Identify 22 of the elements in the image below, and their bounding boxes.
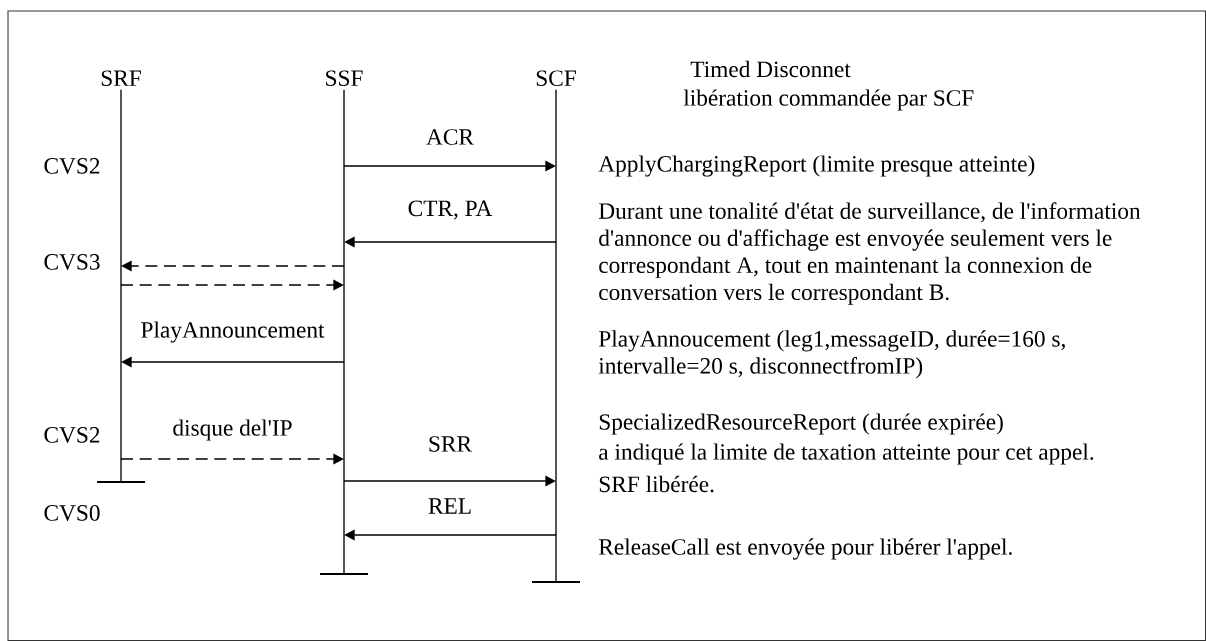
note-text: Durant une tonalité d'état de surveillance, de l'information d'annonce ou d'affichage est envoyée seulement vers le correspondant A, tout en maintenant la connexion de conversation vers le correspondant B. — [598, 202, 1141, 305]
edge-label: REL — [426, 497, 474, 515]
arrow — [121, 260, 345, 272]
edge-label: PlayAnnouncement — [139, 320, 326, 344]
arrow — [344, 529, 557, 541]
state-label: CVS0 — [44, 505, 100, 521]
arrow — [120, 279, 344, 291]
arrow — [343, 475, 556, 487]
state-label: CVS3 — [44, 254, 100, 270]
arrow — [344, 236, 557, 248]
arrow — [343, 160, 556, 172]
edge-label: CTR, PA — [406, 199, 494, 221]
edge-label: ACR — [424, 127, 476, 147]
lifeline: SCF — [532, 70, 580, 584]
arrow — [120, 453, 344, 465]
state-label: CVS2 — [44, 427, 100, 443]
subheading-text: libération commandée par SCF — [683, 89, 974, 111]
arrow — [121, 356, 345, 368]
edge-label: SRR — [426, 434, 474, 454]
state-label: CVS2 — [44, 158, 100, 174]
heading-text: Timed Disconnet — [690, 60, 851, 78]
edge-label: disque del'IP — [171, 418, 294, 442]
